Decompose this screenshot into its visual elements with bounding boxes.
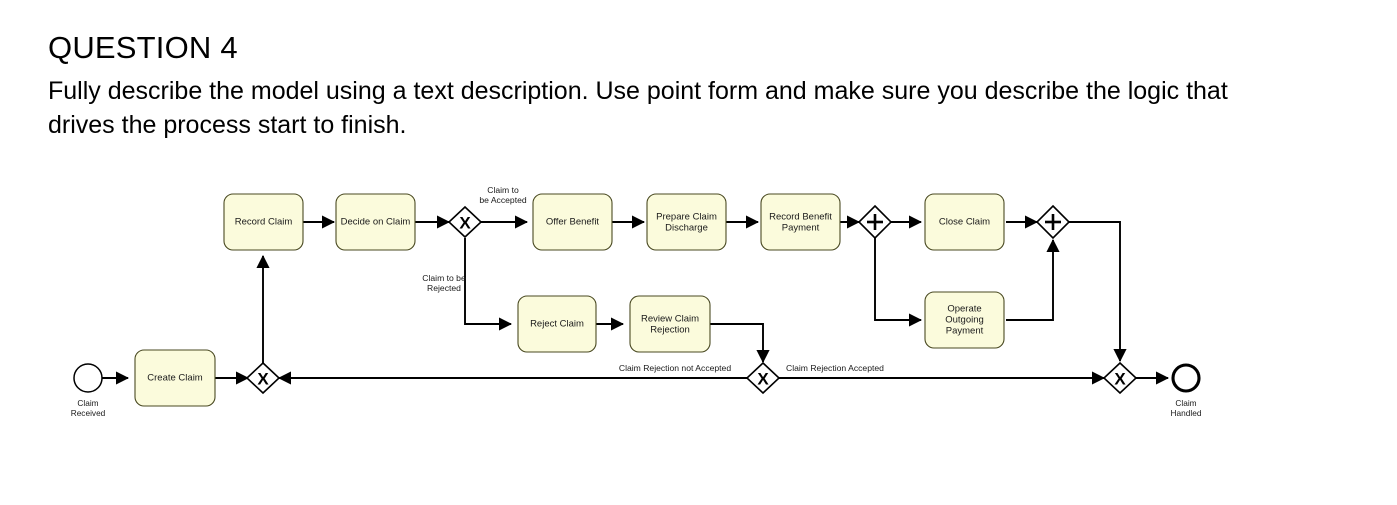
- gateway-rejection-review-symbol: X: [757, 370, 769, 389]
- flow-operate-payment-to-parallel-join: [1006, 238, 1060, 321]
- task-prepare-claim-discharge-label-1: Prepare Claim: [656, 212, 717, 223]
- gateway-parallel-split[interactable]: [857, 204, 893, 240]
- task-prepare-claim-discharge-box: [646, 193, 727, 251]
- task-operate-outgoing-payment-label-3: Payment: [946, 326, 984, 337]
- start-event-label-line2: Received: [71, 408, 106, 418]
- gateway-final-merge-symbol: X: [1114, 370, 1126, 389]
- flow-label-rejected-line1: Claim to be: [422, 273, 466, 283]
- question-block: QUESTION 4 Fully describe the model usin…: [48, 30, 1228, 143]
- gateway-exclusive-final-merge[interactable]: X: [1102, 361, 1138, 395]
- task-record-claim[interactable]: Record Claim: [223, 193, 304, 251]
- task-decide-on-claim[interactable]: Decide on Claim: [335, 193, 416, 251]
- task-offer-benefit[interactable]: Offer Benefit: [532, 193, 613, 251]
- flow-label-accepted-line1: Claim to: [487, 185, 519, 195]
- task-create-claim-box: [134, 349, 216, 407]
- task-prepare-claim-discharge[interactable]: Prepare Claim Discharge: [646, 193, 727, 251]
- gateway-decision-diamond: [447, 205, 483, 239]
- task-record-claim-box: [223, 193, 304, 251]
- flow-review-to-rejection-gw: [710, 323, 770, 364]
- start-event-circle: [73, 363, 103, 393]
- task-operate-outgoing-payment[interactable]: Operate Outgoing Payment: [924, 291, 1005, 349]
- end-event-claim-handled[interactable]: Claim Handled: [1171, 363, 1202, 418]
- task-decide-on-claim-box: [335, 193, 416, 251]
- bpmn-diagram: Claim to be Accepted Claim to be Rejecte…: [0, 160, 1397, 440]
- task-review-claim-rejection[interactable]: Review Claim Rejection: [629, 295, 711, 353]
- gateway-merge-record-symbol: X: [257, 370, 269, 389]
- flow-parallel-split-to-operate-payment: [874, 238, 923, 327]
- task-review-claim-rejection-label-1: Review Claim: [641, 314, 699, 325]
- page-title: QUESTION 4: [48, 30, 238, 65]
- task-offer-benefit-label: Offer Benefit: [546, 217, 600, 228]
- flow-label-rejection-not-accepted: Claim Rejection not Accepted: [619, 363, 731, 373]
- gateway-exclusive-decision[interactable]: X: [447, 205, 483, 239]
- gateway-exclusive-merge-record[interactable]: X: [245, 361, 281, 395]
- end-event-circle: [1171, 363, 1201, 393]
- start-event-label-line1: Claim: [77, 398, 98, 408]
- task-operate-outgoing-payment-label-2: Outgoing: [945, 315, 984, 326]
- gateway-parallel-join[interactable]: [1035, 204, 1071, 240]
- start-event-claim-received[interactable]: Claim Received: [71, 363, 106, 418]
- flow-label-rejection-accepted: Claim Rejection Accepted: [786, 363, 884, 373]
- task-close-claim-label: Close Claim: [939, 217, 990, 228]
- gateway-decision-symbol: X: [459, 214, 471, 233]
- task-operate-outgoing-payment-label-1: Operate: [947, 304, 981, 315]
- flow-label-accepted-line2: be Accepted: [479, 195, 527, 205]
- task-review-claim-rejection-label-2: Rejection: [650, 325, 690, 336]
- task-record-claim-label: Record Claim: [235, 217, 293, 228]
- task-close-claim-box: [924, 193, 1005, 251]
- task-create-claim-label: Create Claim: [147, 373, 203, 384]
- task-reject-claim-label: Reject Claim: [530, 319, 584, 330]
- gateway-rejection-review-diamond: [745, 361, 781, 395]
- task-record-benefit-payment-label-2: Payment: [782, 223, 820, 234]
- flow-parallel-join-to-final-merge: [1069, 221, 1127, 363]
- question-instructions: Fully describe the model using a text de…: [48, 76, 1228, 140]
- gateway-final-merge-diamond: [1102, 361, 1138, 395]
- task-review-claim-rejection-box: [629, 295, 711, 353]
- task-create-claim[interactable]: Create Claim: [134, 349, 216, 407]
- task-record-benefit-payment-box: [760, 193, 841, 251]
- end-event-label-line2: Handled: [1171, 408, 1202, 418]
- flow-label-rejected-line2: Rejected: [427, 283, 461, 293]
- flow-rejected-to-reject-claim: [464, 238, 513, 331]
- gateway-exclusive-rejection-review[interactable]: X: [745, 361, 781, 395]
- task-prepare-claim-discharge-label-2: Discharge: [665, 223, 708, 234]
- task-reject-claim[interactable]: Reject Claim: [517, 295, 597, 353]
- task-offer-benefit-box: [532, 193, 613, 251]
- task-decide-on-claim-label: Decide on Claim: [341, 217, 411, 228]
- task-record-benefit-payment[interactable]: Record Benefit Payment: [760, 193, 841, 251]
- gateway-merge-record-diamond: [245, 361, 281, 395]
- task-reject-claim-box: [517, 295, 597, 353]
- task-operate-outgoing-payment-box: [924, 291, 1005, 349]
- task-record-benefit-payment-label-1: Record Benefit: [769, 212, 832, 223]
- end-event-label-line1: Claim: [1175, 398, 1196, 408]
- task-close-claim[interactable]: Close Claim: [924, 193, 1005, 251]
